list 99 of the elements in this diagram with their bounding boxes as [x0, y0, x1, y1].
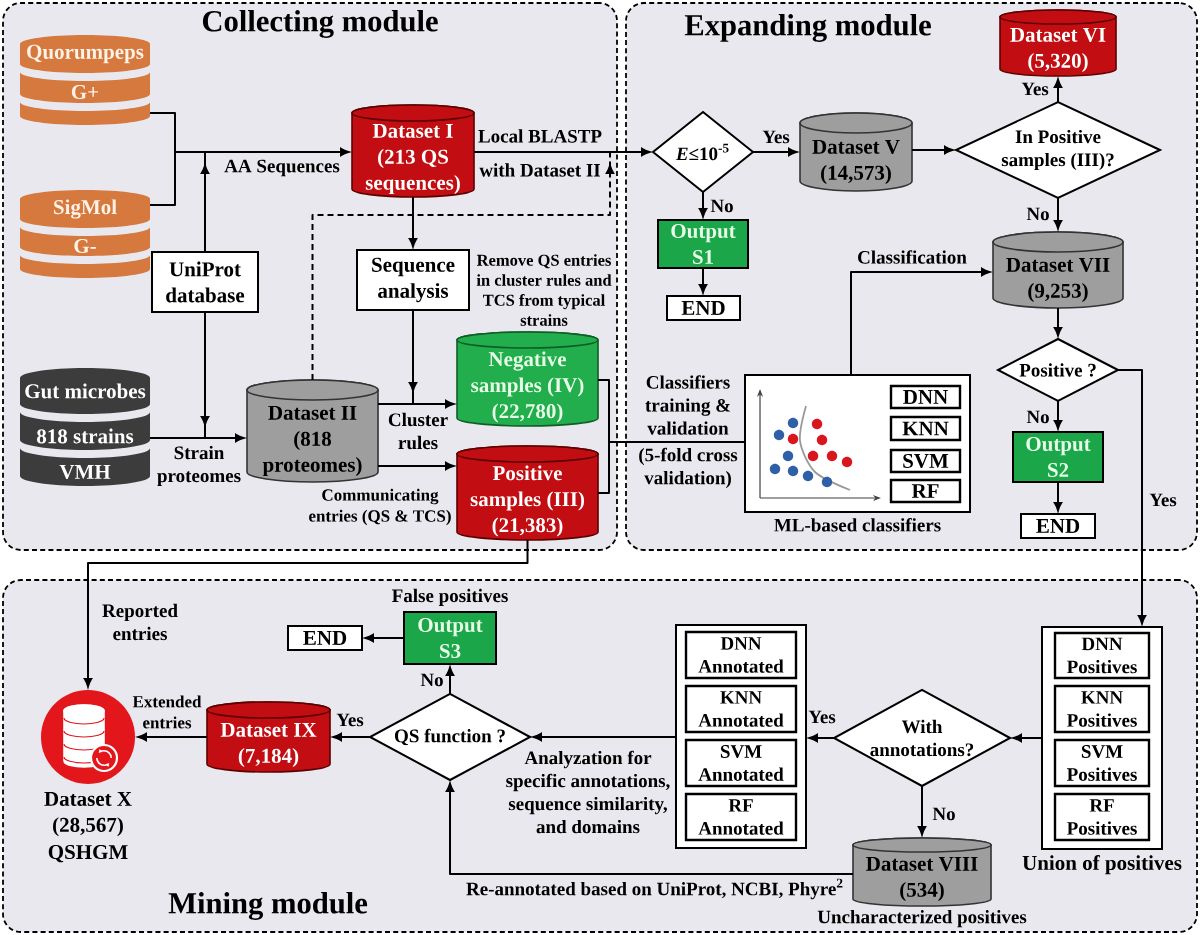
- database-cylinder: Dataset II (818 proteomes): [246, 379, 379, 483]
- node-caption: QSHGM: [48, 845, 128, 863]
- arrow: [1117, 369, 1147, 625]
- database-stack: SigMol G-: [20, 190, 150, 278]
- arrow: [609, 147, 651, 157]
- arrow: [204, 433, 245, 443]
- database-stack: Gut microbes 818 strains VMH: [20, 368, 150, 486]
- process-box: UniProt database: [151, 251, 259, 313]
- arrow: [1012, 733, 1043, 743]
- arrow: [377, 461, 455, 471]
- edge-label: Yes: [762, 130, 790, 144]
- arrow: [698, 191, 708, 218]
- model-box: KNN Annotated: [684, 684, 798, 734]
- arrow: [1053, 197, 1063, 230]
- arrow: [808, 733, 835, 743]
- arrow: [850, 267, 991, 376]
- arrow: [445, 666, 455, 695]
- connector-line: [149, 151, 176, 206]
- arrow: [1053, 400, 1063, 430]
- edge-label: Cluster rules: [388, 412, 448, 450]
- database-cylinder: Negative samples (IV) (22,780): [456, 331, 599, 427]
- arrow: [137, 732, 208, 742]
- database-cylinder: Dataset I (213 QS sequences): [351, 104, 475, 198]
- database-cylinder: Dataset V (14,573): [799, 112, 913, 192]
- arrow: [698, 267, 708, 294]
- output-box: Output S2: [1012, 431, 1104, 483]
- connector-line: [473, 151, 611, 153]
- arrow: [408, 309, 418, 405]
- dashed-arrow: [311, 151, 615, 381]
- note-text: Remove QS entries in cluster rules and TCS from typical strains: [476, 254, 612, 326]
- edge-label: Reported entries: [102, 603, 178, 641]
- end-box: END: [1020, 513, 1096, 539]
- edge-label: Extended entries: [132, 695, 202, 729]
- arrow: [408, 196, 418, 248]
- arrow: [917, 785, 927, 836]
- edge-label: Communicating entries (QS & TCS): [309, 488, 451, 526]
- database-cylinder: Dataset VII (9,253): [992, 231, 1124, 309]
- edge-label: Yes: [1021, 82, 1049, 96]
- output-box: Output S3: [403, 611, 497, 665]
- end-box: END: [287, 625, 363, 651]
- edge-label: Classification: [858, 250, 967, 264]
- arrow: [1053, 481, 1063, 512]
- database-cylinder: Dataset VIII (534): [852, 837, 992, 907]
- process-box: Sequence analysis: [356, 249, 470, 311]
- node-label: 818 strains: [36, 428, 134, 444]
- connector-line: [149, 437, 206, 439]
- arrow: [200, 151, 210, 253]
- edge-label: Yes: [336, 713, 364, 727]
- connector-line: [597, 441, 610, 494]
- model-box: DNN Positives: [1053, 631, 1151, 680]
- edge-label: No: [1026, 207, 1049, 221]
- model-box: RF Annotated: [684, 792, 798, 842]
- edge-label: Strain proteomes: [157, 445, 241, 487]
- edge-label: No: [420, 673, 443, 687]
- edge-label: Local BLASTP: [478, 129, 602, 143]
- end-box: END: [666, 295, 741, 321]
- node-caption: Uncharacterized positives: [817, 910, 1027, 928]
- arrow: [532, 732, 677, 742]
- output-box: Output S1: [657, 219, 749, 269]
- connector-line: [377, 403, 414, 405]
- database-cylinder: Dataset VI (5,320): [999, 9, 1117, 77]
- model-box: DNN Annotated: [684, 630, 798, 680]
- database-cylinder: Positive samples (III) (21,383): [456, 445, 599, 541]
- database-cylinder: Dataset IX (7,184): [206, 701, 331, 773]
- model-box: RF: [889, 478, 962, 504]
- model-box: SVM Positives: [1053, 738, 1151, 788]
- node-label: G-: [74, 238, 96, 254]
- node-label: VMH: [59, 464, 111, 480]
- arrow: [445, 782, 854, 875]
- arrow: [911, 145, 954, 155]
- edge-label: (5-fold cross validation): [639, 447, 738, 489]
- model-box: DNN: [889, 384, 962, 410]
- model-box: RF Positives: [1053, 792, 1151, 842]
- arrow: [412, 399, 455, 409]
- arrow: [364, 633, 405, 643]
- arrow: [83, 539, 529, 688]
- edge-label: No: [710, 199, 733, 213]
- model-box: KNN: [889, 415, 962, 442]
- node-label: Union of positives: [1022, 855, 1182, 875]
- model-box: SVM: [889, 448, 962, 474]
- arrow: [332, 732, 371, 742]
- model-box: SVM Annotated: [684, 738, 798, 788]
- connector-line: [597, 379, 610, 443]
- edge-label: Re-annotated based on UniProt, NCBI, Phyre$^{2}$: [466, 878, 843, 900]
- database-stack: Quorumpeps G+: [20, 35, 150, 125]
- edge-label: Classifiers training & validation: [645, 375, 731, 435]
- arrow: [200, 311, 210, 439]
- connector-line: [608, 441, 746, 443]
- edge-label: with Dataset II: [479, 163, 601, 177]
- node-label: G+: [71, 84, 99, 100]
- node-caption: False positives: [392, 588, 508, 606]
- edge-label: No: [932, 807, 955, 821]
- arrow: [1053, 78, 1063, 103]
- model-box: KNN Positives: [1053, 684, 1151, 734]
- edge-label: Yes: [1149, 493, 1177, 507]
- arrow: [752, 147, 798, 157]
- edge-label: No: [1026, 410, 1049, 424]
- node-caption: Dataset X (28,567): [44, 792, 132, 837]
- arrow: [1053, 307, 1063, 337]
